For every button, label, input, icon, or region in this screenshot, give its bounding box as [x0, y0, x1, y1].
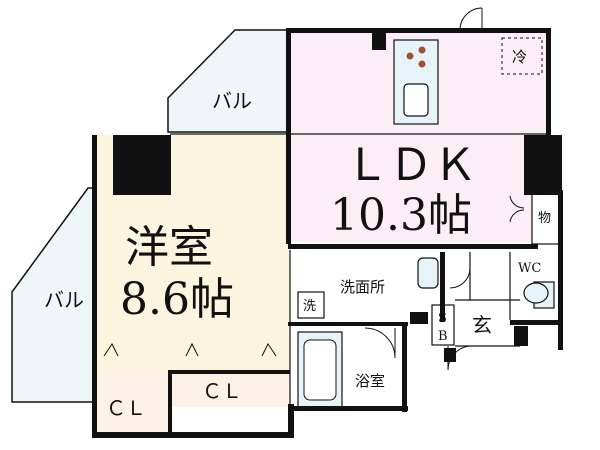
bathtub-inner [303, 339, 337, 401]
storage-room [531, 191, 561, 245]
stove-burner [418, 60, 426, 68]
washer-label: 洗 [303, 299, 316, 314]
balcony-top [167, 29, 291, 133]
washroom-label: 洗面所 [340, 278, 385, 296]
shoebox-label-b: B [438, 329, 448, 344]
washer-space [297, 291, 325, 319]
closet-2-label: ＣＬ [202, 379, 242, 403]
kitchen-sink [403, 83, 429, 117]
storage-label: 物 [538, 211, 551, 226]
closet-1 [95, 373, 170, 435]
fridge-space [501, 37, 543, 75]
ldk-name: ＬＤＫ [345, 140, 477, 191]
partitions [170, 133, 548, 410]
ldk-size: 10.3帖 [330, 190, 472, 241]
entrance-label: 玄 [472, 313, 492, 337]
wash-basin [417, 257, 439, 289]
door-swings [103, 7, 525, 371]
stove-burner [406, 52, 414, 60]
shoebox-label-s: S [438, 311, 447, 326]
stove-burner [418, 46, 426, 54]
western-size: 8.6帖 [120, 274, 234, 325]
western-name: 洋室 [125, 222, 213, 273]
closet-2 [170, 373, 290, 407]
balcony-left-label-1: バル [44, 288, 84, 312]
toilet-bowl [523, 282, 549, 304]
fridge-label: 冷 [512, 48, 527, 66]
closet-1-label: ＣＬ [106, 396, 146, 420]
walls [92, 28, 563, 438]
balcony-top-label: バル [212, 89, 252, 113]
wc-label: WC [518, 261, 541, 276]
bath-label: 浴室 [355, 372, 385, 390]
entrance-area [455, 302, 517, 346]
